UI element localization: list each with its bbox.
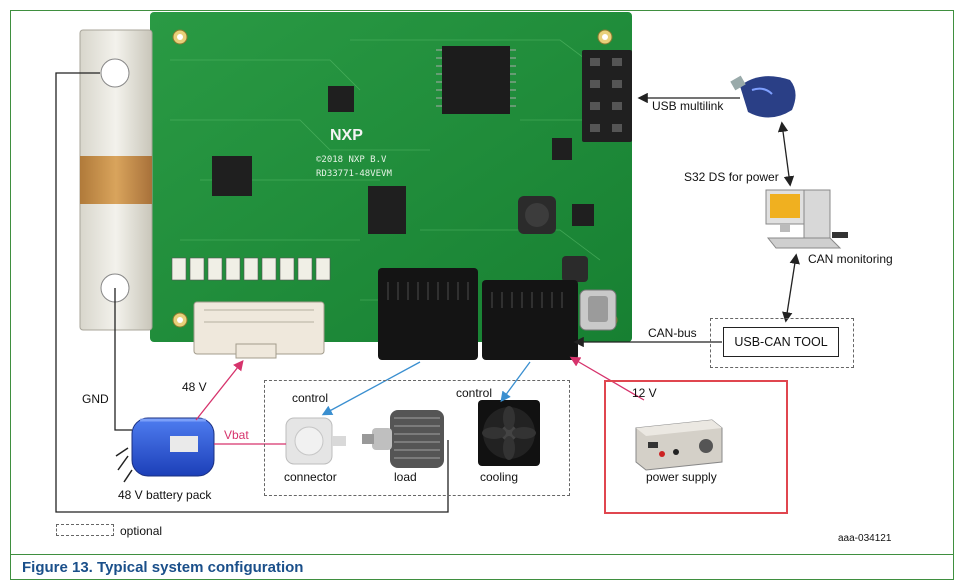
load-motor (362, 410, 444, 468)
can-monitoring-label: CAN monitoring (808, 252, 893, 266)
legend-dashed-swatch (56, 524, 114, 536)
usb-can-tool-box: USB-CAN TOOL (723, 327, 839, 357)
control-motor-label: control (292, 391, 329, 405)
pc-computer (765, 189, 848, 249)
busbar (79, 29, 153, 331)
power-supply-unit (635, 419, 723, 471)
caption-divider (10, 554, 954, 580)
can-bus-label: CAN-bus (648, 326, 697, 340)
board-copyright: ©2018 NXP B.V (316, 155, 387, 165)
forty-eight-v-label: 48 V (182, 380, 207, 394)
connector-label: connector (284, 470, 337, 484)
power-supply-label: power supply (646, 470, 717, 484)
wiring (55, 72, 800, 513)
motor-connector (285, 417, 346, 465)
board-brand: NXP (330, 127, 363, 144)
figure-caption: Figure 13. Typical system configuration (22, 559, 304, 576)
usb-multilink-device (730, 75, 796, 118)
gnd-label: GND (82, 392, 109, 406)
pcb-board (150, 12, 632, 360)
figure-frame (10, 10, 954, 580)
usb-multilink-label: USB multilink (652, 99, 724, 113)
optional-can-box (710, 318, 854, 368)
power-supply-highlight (604, 380, 788, 514)
battery-pack (115, 417, 215, 483)
optional-loads-box (264, 380, 570, 496)
twelve-v-label: 12 V (632, 386, 657, 400)
cooling-fan (478, 400, 540, 466)
control-fan-label: control (456, 386, 493, 400)
legend-optional-label: optional (120, 524, 163, 538)
vbat-label: Vbat (224, 428, 249, 442)
board-part-number: RD33771-48VEVM (316, 169, 392, 179)
battery-pack-label: 48 V battery pack (118, 488, 212, 502)
figure-id-label: aaa-034121 (838, 533, 892, 544)
s32-ds-label: S32 DS for power (684, 170, 779, 184)
cooling-label: cooling (480, 470, 519, 484)
load-label: load (394, 470, 417, 484)
